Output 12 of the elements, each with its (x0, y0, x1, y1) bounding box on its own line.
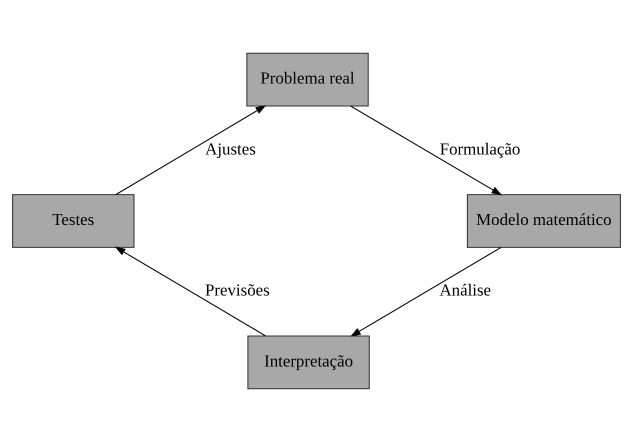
arrow (350, 246, 502, 336)
arrow (116, 104, 266, 194)
arrow (350, 105, 502, 195)
node-box: Modelo matemático (466, 194, 621, 248)
edge-label: Formulação (440, 138, 520, 158)
node-box: Interpretação (247, 335, 370, 389)
node-box: Problema real (246, 52, 369, 106)
edge-label: Previsões (205, 280, 270, 300)
node-box: Testes (12, 194, 134, 248)
arrow (114, 246, 266, 336)
edge-label: Análise (440, 280, 492, 300)
edge-label: Ajustes (205, 138, 256, 158)
